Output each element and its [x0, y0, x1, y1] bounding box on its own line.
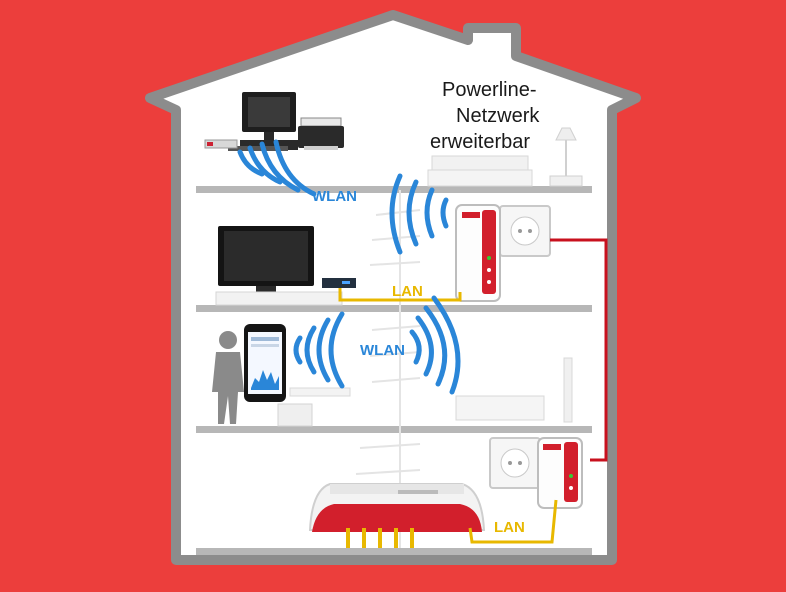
house-outline — [145, 10, 641, 565]
sofa-icon — [427, 155, 533, 187]
printer-icon — [298, 117, 344, 150]
floor-2 — [196, 305, 592, 312]
powerline-wire — [550, 238, 608, 462]
smartphone-icon — [244, 324, 286, 402]
floor-ground — [196, 548, 592, 555]
title-line-2: Netzwerk — [456, 105, 540, 127]
keyboard-icon — [204, 139, 238, 149]
lan-cable-middle — [338, 288, 462, 302]
lan-cable-bottom — [468, 499, 558, 544]
wifi-waves-icon — [409, 295, 461, 395]
wlan-label-top: WLAN — [312, 188, 357, 205]
wall-outlet-icon — [489, 437, 541, 489]
lamp-icon — [549, 127, 583, 187]
router-icon — [308, 483, 486, 548]
side-table-icon — [277, 387, 351, 427]
wall-outlet-icon — [499, 205, 551, 257]
floor-3 — [196, 426, 592, 433]
wifi-waves-icon — [293, 311, 345, 389]
desktop-computer-icon — [228, 92, 298, 151]
tv-stand-icon — [215, 291, 343, 306]
powerline-adapter-lower — [537, 437, 583, 509]
cabinet-icon — [455, 395, 545, 421]
title-line-3: erweiterbar — [430, 131, 530, 153]
lan-label-bottom: LAN — [494, 519, 525, 536]
wifi-waves-icon — [389, 173, 449, 255]
wifi-waves-icon — [237, 139, 317, 197]
title-line-1: Powerline- — [442, 79, 536, 101]
floor-lamp-icon — [563, 357, 573, 423]
lan-label-middle: LAN — [392, 283, 423, 300]
wlan-label-middle: WLAN — [360, 342, 405, 359]
person-silhouette-icon — [212, 331, 244, 424]
television-icon — [218, 226, 314, 292]
powerline-adapter-upper — [455, 204, 501, 302]
set-top-box-icon — [322, 278, 356, 288]
